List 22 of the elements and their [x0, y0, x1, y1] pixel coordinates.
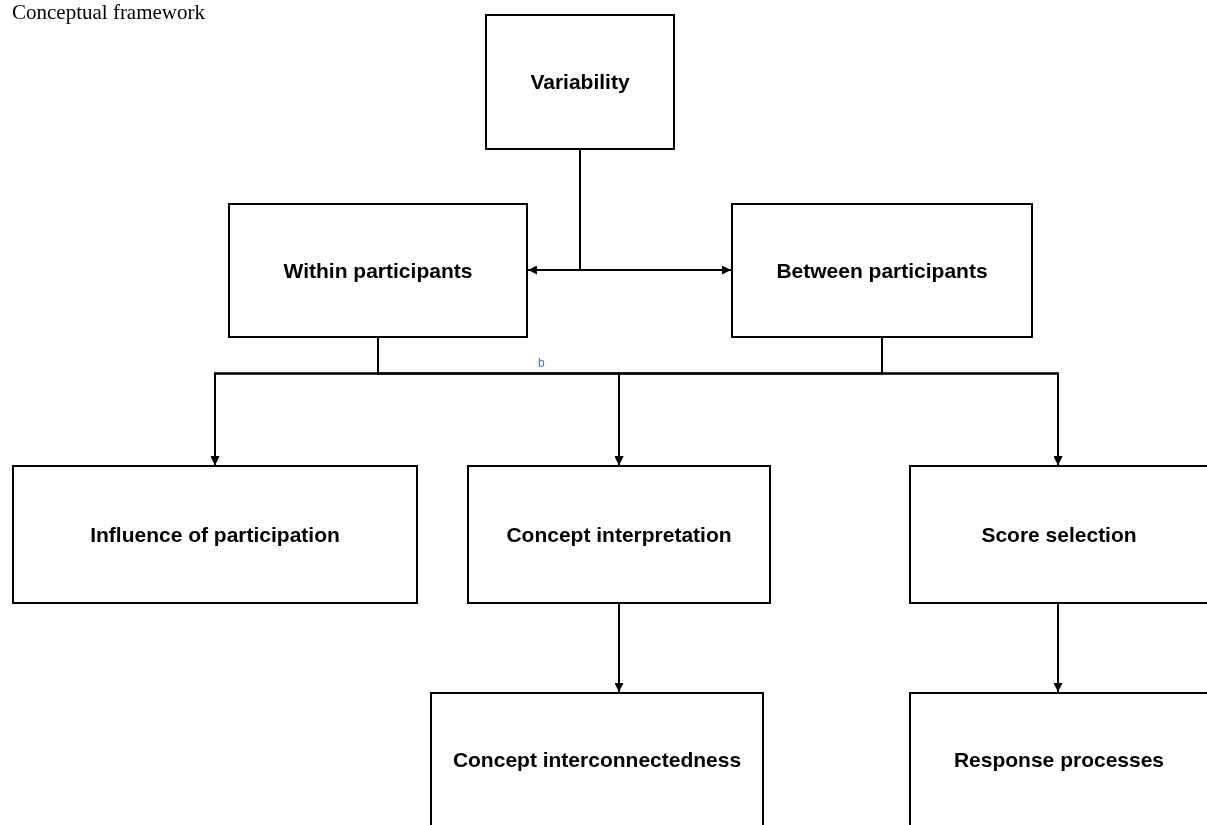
box-label: Influence of participation — [90, 521, 340, 548]
arrow — [881, 337, 1063, 466]
box-label: Within participants — [283, 257, 473, 284]
process-box — [228, 203, 528, 338]
title: Conceptual framework — [12, 0, 205, 24]
arrow — [614, 603, 624, 693]
box-label: Between participants — [776, 257, 988, 284]
box-label: Response processes — [953, 746, 1165, 773]
process-box — [485, 14, 675, 150]
process-box — [12, 465, 418, 604]
process-box — [731, 203, 1033, 338]
process-box — [909, 692, 1207, 825]
box-label: Score selection — [981, 521, 1137, 548]
process-box — [467, 465, 771, 604]
arrow — [579, 149, 732, 275]
process-box — [909, 465, 1207, 604]
box-label: Variability — [530, 69, 630, 95]
box-label: Concept interpretation — [506, 521, 732, 548]
process-box — [430, 692, 764, 825]
arrow — [1053, 603, 1063, 693]
annotation-mark: b — [538, 356, 545, 370]
box-label: Concept interconnectedness — [452, 746, 742, 773]
